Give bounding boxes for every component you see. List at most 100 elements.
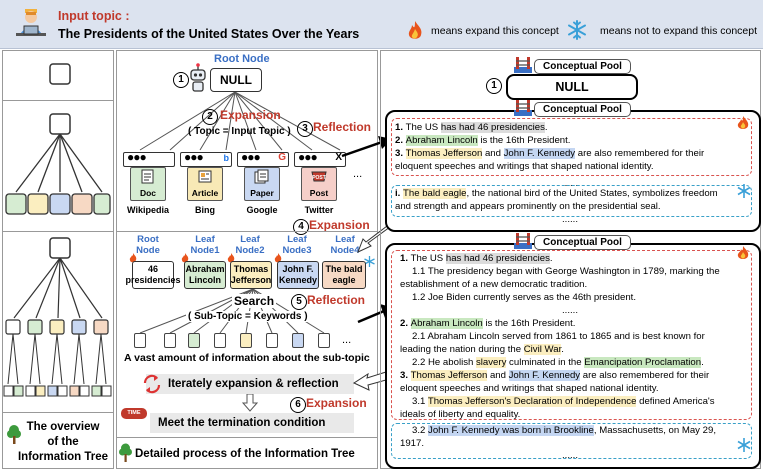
pool1-num: i. [395,188,403,199]
ellipsis: ...... [562,214,578,225]
legend-snow-text: means not to expand this concept [600,25,758,37]
highlight: Thomas Jefferson [405,148,483,159]
fire-icon [181,253,189,263]
fire-icon [227,253,235,263]
source-site-google: Google [246,205,278,215]
iterate-banner: Iterately expansion & reflection [146,374,354,394]
leaf-node-thomas-jefferson: Thomas Jefferson [230,261,272,289]
highlight: Abraham Lincoln [405,135,478,146]
text: defined America's [636,396,715,407]
refresh-cycle-icon [143,374,161,394]
arrow-icon [353,371,387,391]
paper-icon [254,169,269,184]
pool-icon [514,100,532,116]
caption-line: Information Tree [17,451,109,463]
text: , Massachusetts, on May 29, [593,425,716,436]
source-site-twitter: Twitter [304,205,334,215]
text: is the 16th President. [482,318,576,329]
topic-title: The Presidents of the United States Over… [58,27,360,41]
fire-icon [408,21,422,39]
ellipsis: ...... [562,178,578,189]
expansion-label: Expansion [220,108,281,122]
source-site-bing: Bing [195,205,215,215]
text: is the 16th President. [477,135,571,146]
info-square [188,333,200,348]
overview-panel [2,50,114,469]
highlight: John F. Kennedy [503,148,576,159]
time-over-badge: TIME OVER [121,408,147,427]
text: culminated in the [506,357,585,368]
expansion-label-2: Expansion [309,218,370,232]
iterate-banner-text: Iterately expansion & reflection [168,378,339,390]
text: 3.1 [412,396,428,407]
overview-caption: The overview of the Information Tree [16,420,110,465]
fire-icon [737,246,749,259]
pool2-line-1-1: 1.1 The presidency began with George Was… [412,265,752,278]
expand-group-box [391,118,752,176]
text: 1.1 The presidency began with George Was… [412,266,720,277]
pool-label: Conceptual Pool [534,235,631,250]
reflection-label-2: Reflection [307,293,366,307]
termination-banner: Meet the termination condition [150,413,354,433]
snowflake-icon [737,438,751,452]
highlight: Thomas Jefferson [410,370,488,381]
text: are also remembered for their [575,148,705,159]
highlight: Civil War [523,344,562,355]
pool1-snow-line: i. The bald eagle, the national bird of … [395,187,740,200]
caption-line: of the [47,436,79,448]
highlight: Abraham Lincoln [410,318,483,329]
info-square [134,333,146,348]
highlight: has had 46 presidencies [440,122,545,133]
pool1-num: 2. [395,135,406,146]
pool2-line-2: 2. Abraham Lincoln is the 16th President… [400,317,730,330]
text: 3.2 [412,425,429,436]
pool2-num: 1. [400,253,411,264]
pool2-line-2-1: 2.1 Abraham Lincoln served from 1861 to … [412,331,705,342]
info-square [266,333,278,348]
step-6-marker: 6 [290,397,306,413]
text: . [701,357,704,368]
arrow-icon [357,225,392,253]
more-sources-ellipsis: ... [353,168,363,180]
divider [116,437,378,438]
leaf-node-caption: Leaf Node4 [330,234,360,256]
step-2-marker: 2 [202,109,218,125]
pool-icon [514,233,532,249]
pool1-line-2: 2. Abraham Lincoln is the 16th President… [395,134,735,147]
down-arrow-icon [242,394,258,412]
no-expand-group-box [391,185,752,217]
caption-line: The overview [26,421,100,433]
termination-banner-text: Meet the termination condition [158,417,326,429]
text: . [544,122,548,133]
leaf-node-caption: Leaf Node3 [282,234,312,256]
text: and [487,370,509,381]
text: leading the nation during the [400,344,524,355]
input-topic-label: Input topic : [58,9,130,23]
expansion-label-3: Expansion [306,396,367,410]
browser-tab-bar: ●●● b [180,150,232,167]
root-node-label: Root Node [214,53,270,65]
pool1-line-3-cont: eloquent speeches and writings that shap… [395,161,654,172]
highlight: The bald eagle [403,188,467,199]
robot-icon [190,63,206,92]
legend-fire-text: means expand this concept [431,25,559,37]
pool2-num: 2. [400,318,411,329]
ellipsis: ...... [562,305,578,316]
snowflake-icon [364,256,375,267]
step-1-marker-right: 1 [486,78,502,94]
leaf-node-bald-eagle: The bald eagle [322,261,366,289]
text: are also remembered for their [580,370,710,381]
pool2-line-2-1-cont: leading the nation during the Civil War. [400,343,745,356]
browser-tab-bar: ●●● [123,150,175,167]
more-info-ellipsis: ... [342,334,352,346]
subtopic-formula: ( Sub-Topic = Keywords ) [186,311,310,322]
pool2-num: 3. [400,370,411,381]
document-icon [141,169,154,184]
browser-tab-bar: ●●● X [294,150,346,167]
ellipsis: ...... [562,450,578,461]
pool1-line-3: 3. Thomas Jefferson and John F. Kennedy … [395,147,745,160]
source-site-wikipedia: Wikipedia [127,205,169,215]
text: 2.2 He abolish [412,357,476,368]
root-node-caption: Root Node [136,234,160,256]
pool2-line-1: 1. The US has had 46 presidencies. [400,252,730,265]
